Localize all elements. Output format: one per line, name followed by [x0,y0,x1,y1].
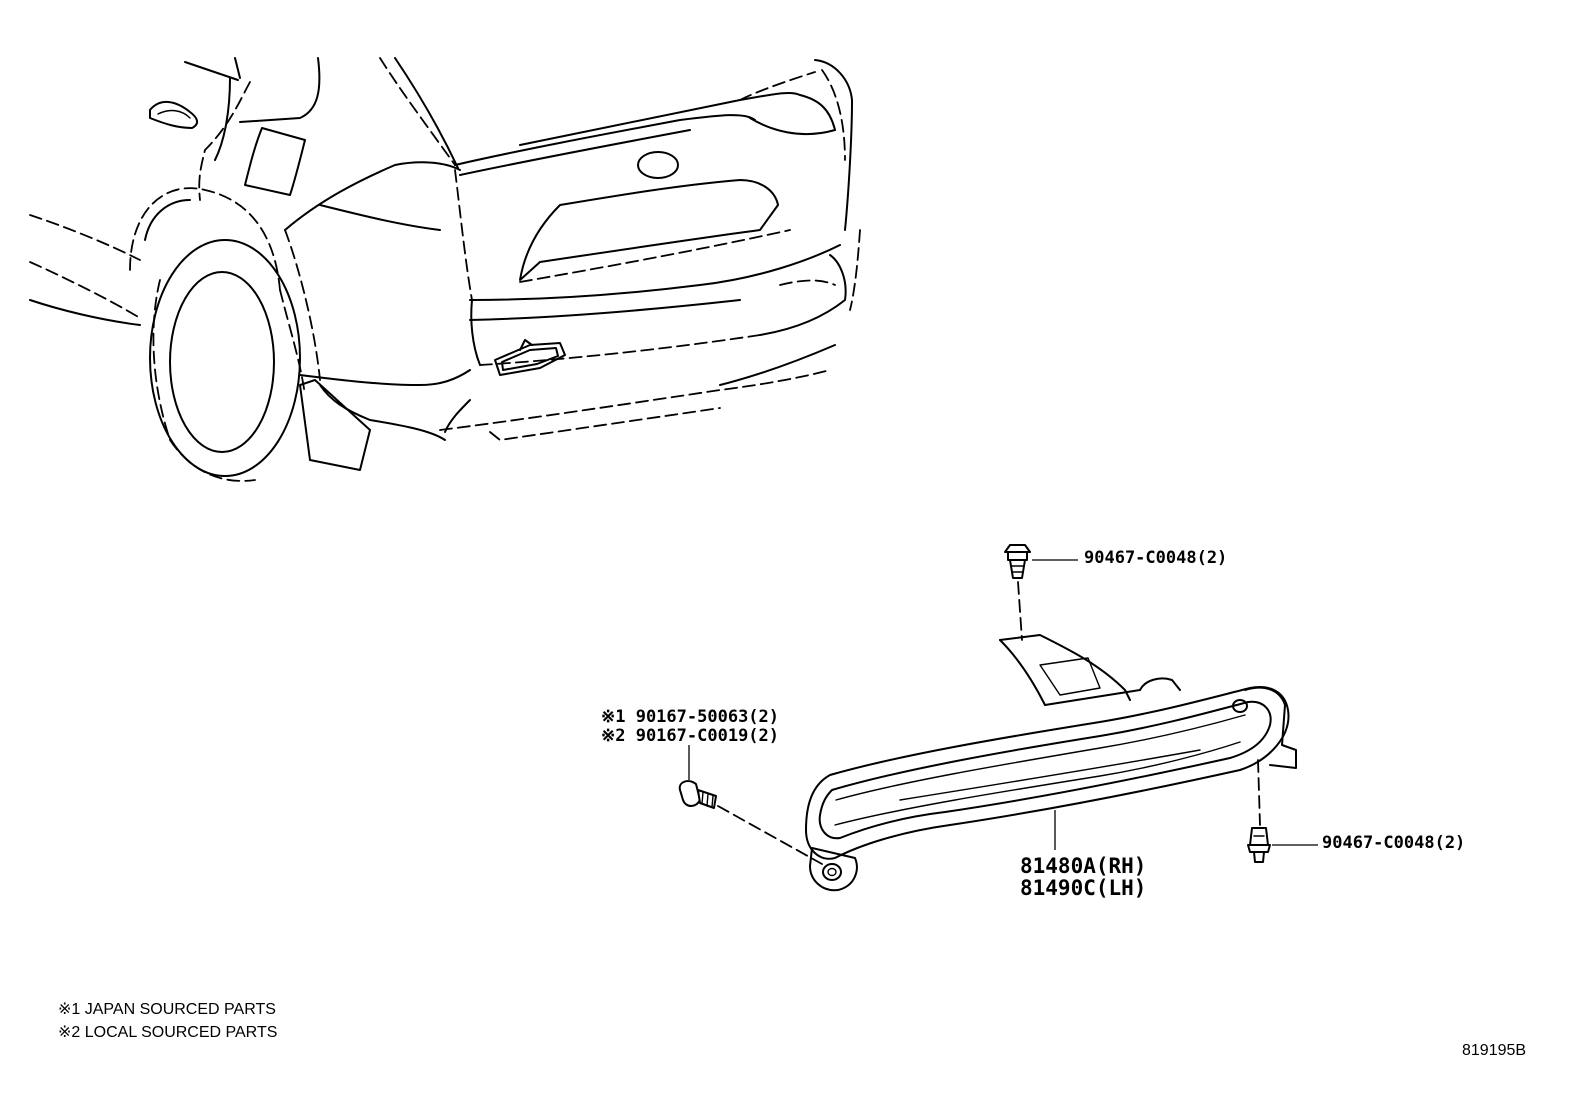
clip-top-guide [1017,581,1023,641]
callout-clip-top: 90467-C0048(2) [1084,548,1228,568]
note-japan-sourced: ※1 JAPAN SOURCED PARTS [58,1001,276,1018]
callout-bolt-local: ※2 90167-C0019(2) [601,726,780,746]
callout-clip-right: 90467-C0048(2) [1322,833,1466,853]
vehicle-rear-illustration [29,57,861,482]
clip-part-top [1004,544,1031,579]
callout-reflector-lh: 81490C(LH) [1020,876,1147,900]
diagram-reference-number: 819195B [1462,1042,1527,1059]
note-local-sourced: ※2 LOCAL SOURCED PARTS [58,1024,278,1041]
callout-bolt-japan: ※1 90167-50063(2) [601,707,780,727]
callout-reflector-rh: 81480A(RH) [1020,854,1147,878]
bolt-part [678,780,717,809]
clip-right-guide [1257,759,1261,826]
bolt-guide [717,805,823,865]
rear-reflector-assembly [805,634,1297,892]
clip-part-right [1247,827,1271,863]
